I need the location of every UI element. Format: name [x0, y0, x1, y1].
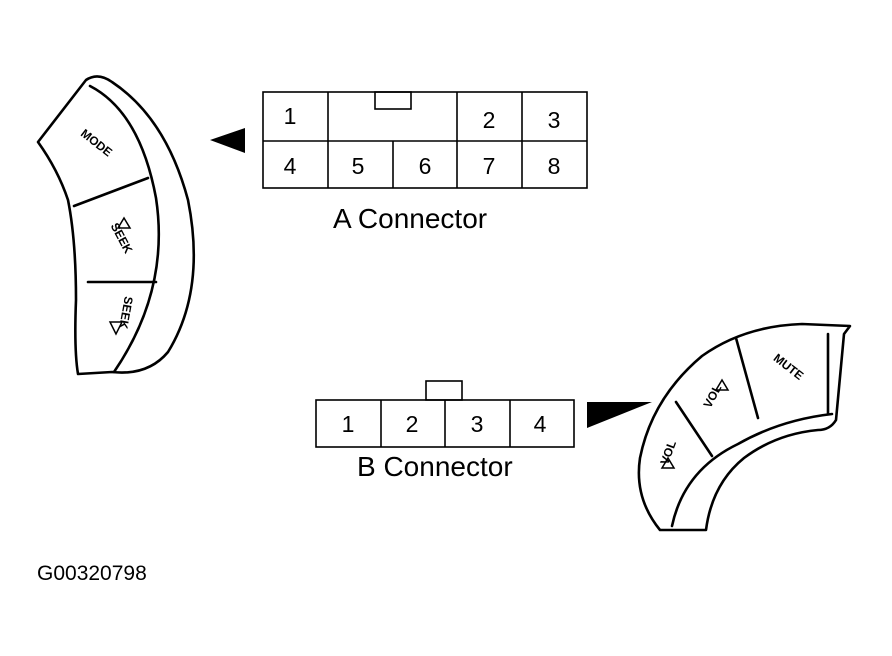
- connector-b-caption: B Connector: [357, 451, 513, 482]
- connector-a-pin: 4: [284, 153, 297, 179]
- figure-code: G00320798: [37, 562, 147, 585]
- connector-a-pin: 7: [483, 153, 496, 179]
- left-switch-divider-1: [72, 176, 150, 208]
- left-switch-body: [36, 75, 196, 376]
- connector-b-latch: [425, 380, 463, 401]
- connector-a-pin: 1: [284, 103, 297, 129]
- seek-up-button-label[interactable]: SEEK: [108, 220, 136, 256]
- connector-a-pin: 3: [548, 107, 561, 133]
- connector-a-pointer-icon: [210, 128, 245, 153]
- connector-a-pin: 2: [483, 107, 496, 133]
- left-switch-bevel: [88, 84, 161, 374]
- connector-b-pin: 2: [406, 411, 419, 437]
- connector-b-pointer-icon: [587, 402, 652, 428]
- connector-a-pin: 6: [419, 153, 432, 179]
- connector-b: [315, 380, 575, 448]
- right-switch-divider-1: [674, 400, 714, 458]
- mode-button-label[interactable]: MODE: [78, 126, 115, 159]
- right-switch-divider-2: [734, 336, 760, 420]
- seek-down-arrow-icon: [108, 321, 124, 336]
- connector-b-pins: 1 2 3 4: [342, 411, 547, 437]
- connector-b-pin: 3: [471, 411, 484, 437]
- connector-a: [262, 91, 588, 189]
- vol-down-arrow-icon: [660, 456, 676, 469]
- vol-up-button-label[interactable]: VOL: [700, 382, 724, 410]
- vol-down-button-label[interactable]: VOL: [657, 439, 679, 467]
- connector-b-pin: 1: [342, 411, 355, 437]
- mute-button-label[interactable]: MUTE: [771, 351, 806, 383]
- right-switch-bevel: [670, 412, 834, 528]
- connector-a-pin: 5: [352, 153, 365, 179]
- right-steering-switch: [637, 322, 852, 532]
- left-steering-switch: [36, 75, 196, 376]
- connector-a-latch: [374, 91, 412, 110]
- seek-down-button-label[interactable]: SEEK: [116, 295, 136, 330]
- connector-a-pins: 1 2 3 4 5 6 7 8: [284, 103, 561, 179]
- right-switch-body: [637, 322, 852, 532]
- connector-a-caption: A Connector: [333, 203, 488, 234]
- seek-up-arrow-icon: [116, 216, 132, 229]
- connector-b-pin: 4: [534, 411, 547, 437]
- connector-a-pin: 8: [548, 153, 561, 179]
- connector-a-outline: [262, 91, 588, 189]
- vol-up-arrow-icon: [714, 378, 730, 391]
